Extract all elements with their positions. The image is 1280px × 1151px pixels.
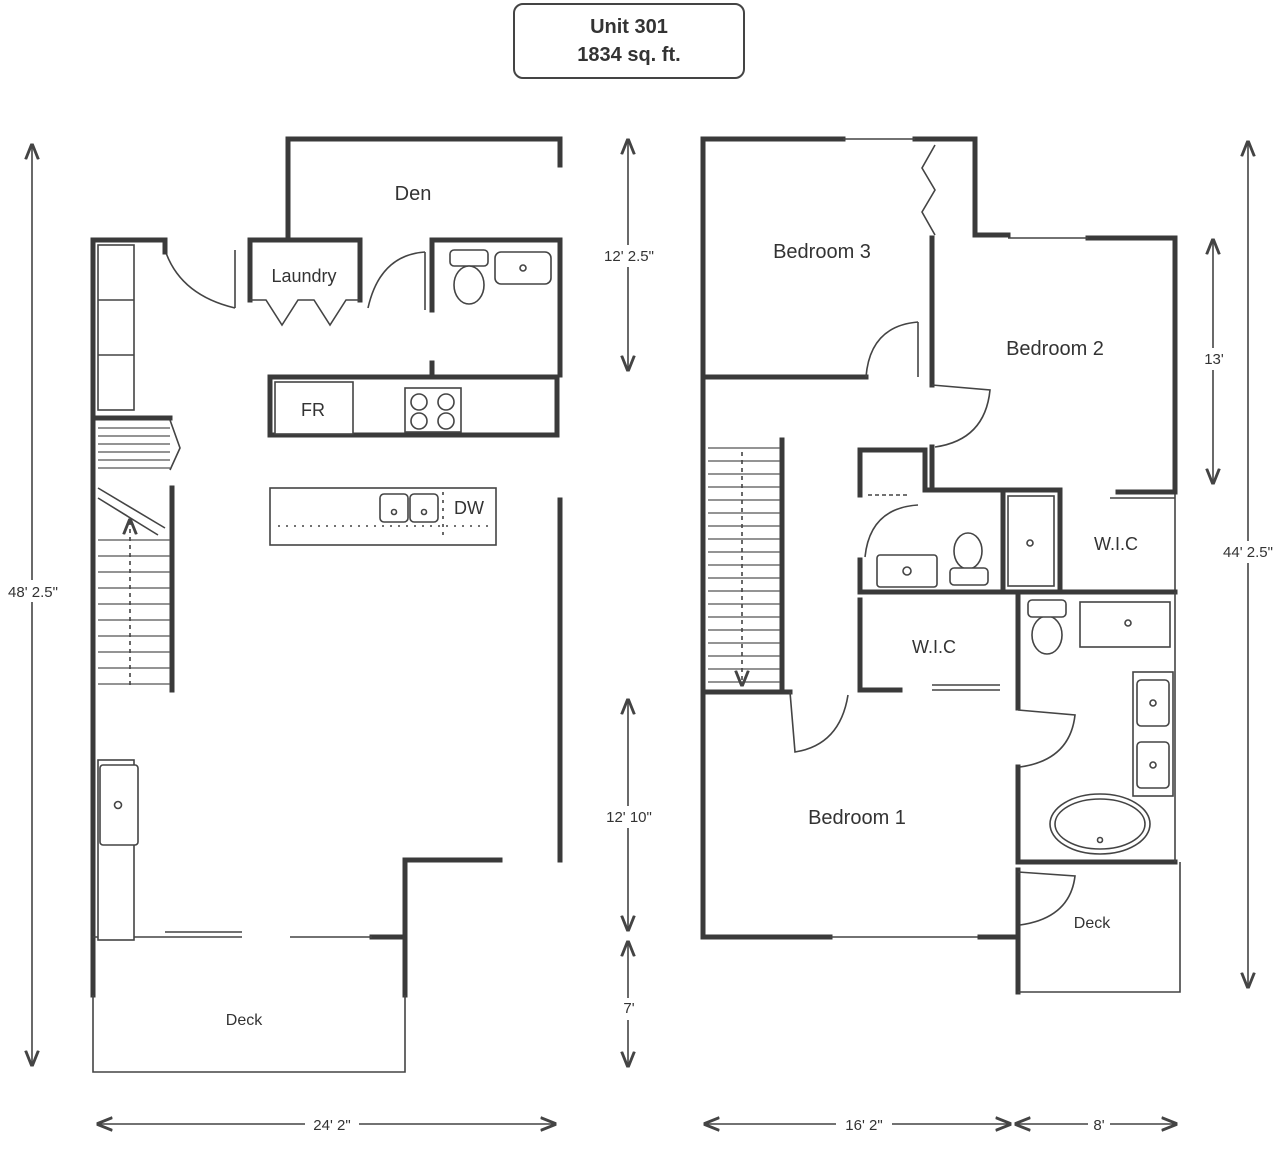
dim-label-width-1: 24' 2" bbox=[313, 1117, 350, 1134]
dim-label-bg bbox=[305, 1114, 359, 1134]
sink-drain-left bbox=[390, 508, 398, 516]
left-closet bbox=[97, 244, 135, 411]
dim-label-bg bbox=[1088, 1114, 1110, 1134]
unit-area: 1834 sq. ft. bbox=[577, 44, 681, 66]
stair-treads bbox=[98, 427, 170, 685]
laundry-bifold-door bbox=[250, 299, 360, 327]
dim-label-overall-height-2: 44' 2.5" bbox=[1223, 544, 1273, 561]
wall-exterior-top bbox=[700, 136, 846, 940]
stair-break-line-2 bbox=[97, 497, 159, 536]
room-label-deck-2: Deck bbox=[1074, 915, 1111, 932]
hall-bath-toilet-bowl bbox=[953, 532, 983, 570]
master-shower-drain bbox=[1124, 619, 1132, 627]
wall-den bbox=[285, 136, 563, 243]
master-sink-drain-1 bbox=[1149, 699, 1157, 707]
island-sink-right bbox=[409, 493, 439, 523]
linen-closet bbox=[857, 447, 928, 498]
lower-sink-drain bbox=[113, 800, 123, 810]
burner-2 bbox=[437, 393, 455, 411]
hall-bath-walls bbox=[857, 487, 1063, 595]
dim-label-bg bbox=[615, 998, 641, 1020]
room-label-bedroom3: Bedroom 3 bbox=[773, 241, 871, 263]
bath-sink-drain bbox=[519, 264, 527, 272]
hall-bath-door-swing bbox=[864, 504, 919, 558]
deck-outline bbox=[92, 995, 406, 1073]
dim-label-overall-height-1: 48' 2.5" bbox=[8, 584, 58, 601]
burner-1 bbox=[410, 393, 428, 411]
dim-label-bg bbox=[598, 245, 660, 267]
kitchen-counter bbox=[267, 374, 560, 438]
master-sink-drain-2 bbox=[1149, 761, 1157, 769]
dim-label-bedroom2-depth: 13' bbox=[1204, 351, 1224, 368]
stair2-treads bbox=[708, 447, 780, 683]
refrigerator bbox=[274, 381, 354, 435]
room-label-wic-upper: W.I.C bbox=[1094, 534, 1138, 554]
room-label-bedroom1: Bedroom 1 bbox=[808, 807, 906, 829]
unit-name: Unit 301 bbox=[590, 16, 668, 38]
room-label-wic-lower: W.I.C bbox=[912, 637, 956, 657]
deck2-door-swing bbox=[1017, 871, 1076, 926]
toilet-tank bbox=[449, 249, 489, 267]
dim-label-bg bbox=[836, 1114, 892, 1134]
room-label-dishwasher: DW bbox=[454, 498, 484, 518]
half-bath-door-swing bbox=[367, 251, 426, 309]
master-tub-drain bbox=[1096, 836, 1104, 844]
dim-label-bg bbox=[14, 580, 64, 602]
kitchen-island bbox=[269, 487, 497, 546]
hall-bath-sink-drain bbox=[902, 566, 912, 576]
wall-step bbox=[402, 857, 503, 998]
room-label-fridge: FR bbox=[301, 400, 325, 420]
bed3-bifold-door bbox=[921, 144, 936, 236]
dim-label-bg bbox=[1199, 348, 1227, 370]
room-label-deck-1: Deck bbox=[226, 1012, 263, 1029]
dim-label-bg bbox=[598, 806, 660, 828]
room-label-laundry: Laundry bbox=[271, 266, 336, 286]
dim-label-bg bbox=[1218, 541, 1278, 563]
unit-title-box: Unit 301 1834 sq. ft. bbox=[513, 3, 745, 79]
room-label-den: Den bbox=[395, 183, 432, 205]
master-toilet-tank bbox=[1027, 599, 1067, 618]
bed1-door-swing bbox=[789, 691, 849, 753]
master-tub-inner bbox=[1054, 798, 1146, 850]
dim-label-deck-width: 8' bbox=[1093, 1117, 1104, 1134]
entry-door-swing bbox=[164, 249, 236, 309]
dim-label-width-2: 16' 2" bbox=[845, 1117, 882, 1134]
room-label-bedroom2: Bedroom 2 bbox=[1006, 338, 1104, 360]
dim-label-great-room-depth: 12' 10" bbox=[606, 809, 652, 826]
wall-left-exterior bbox=[90, 237, 168, 998]
dim-label-deck-depth: 7' bbox=[623, 1000, 634, 1017]
stair-break-line bbox=[97, 487, 166, 529]
burner-4 bbox=[437, 412, 455, 430]
island-sink-left bbox=[379, 493, 409, 523]
second-floor: Bedroom 3 Bedroom 2 W.I.C W.I.C Bedroom … bbox=[700, 136, 1278, 1134]
dim-label-den-depth: 12' 2.5" bbox=[604, 248, 654, 265]
sink-drain-right bbox=[420, 508, 428, 516]
burner-3 bbox=[410, 412, 428, 430]
first-floor: Den Laundry FR DW Deck 48' 2.5" 24' 2" 1… bbox=[8, 136, 660, 1134]
bed3-door-swing bbox=[865, 321, 919, 378]
wall-bed3-closet bbox=[972, 136, 1011, 238]
laundry-walls bbox=[247, 237, 363, 303]
hall-bath-tub-drain bbox=[1026, 539, 1034, 547]
deck2-outline bbox=[1018, 862, 1181, 993]
bed2-door-swing bbox=[931, 384, 991, 448]
hall-bath-toilet-tank bbox=[949, 567, 989, 586]
master-toilet-bowl bbox=[1031, 615, 1063, 655]
master-bath-door-swing bbox=[1017, 709, 1076, 768]
stair-rail-arrow bbox=[169, 419, 181, 471]
half-bath-walls bbox=[429, 237, 563, 313]
toilet-bowl bbox=[453, 265, 485, 305]
